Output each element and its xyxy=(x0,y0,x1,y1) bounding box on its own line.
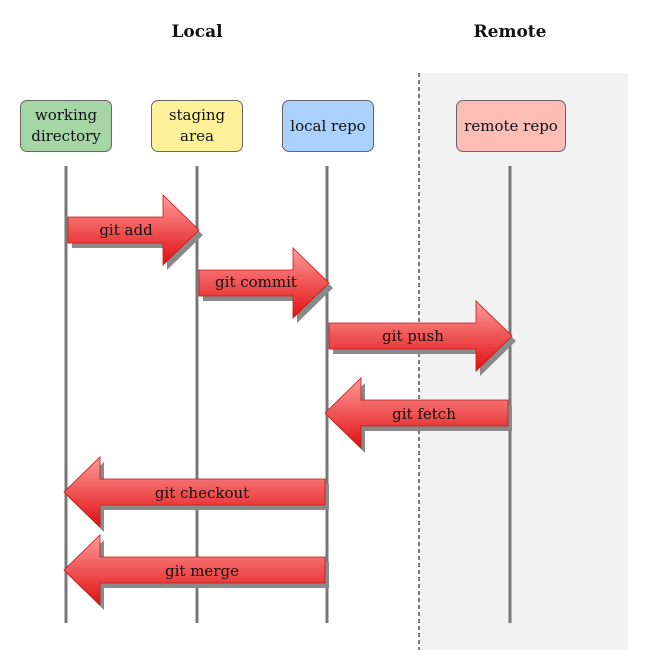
remote-region-background xyxy=(419,73,628,650)
git-fetch-arrow xyxy=(324,377,509,449)
remote-header: Remote xyxy=(473,22,547,42)
git-merge-label: git merge xyxy=(165,562,239,580)
git-push-label: git push xyxy=(382,327,444,345)
git-checkout-arrow xyxy=(63,456,326,528)
working-directory-box: working directory xyxy=(20,100,112,152)
git-fetch-label: git fetch xyxy=(392,405,456,423)
local-repo-box: local repo xyxy=(282,100,374,152)
git-push-arrow xyxy=(328,300,513,372)
staging-area-box: staging area xyxy=(151,100,243,152)
git-commit-label: git commit xyxy=(215,273,297,291)
remote-repo-box: remote repo xyxy=(456,100,566,152)
local-header: Local xyxy=(171,22,223,42)
git-commit-arrow xyxy=(198,247,330,319)
git-add-arrow xyxy=(67,194,200,266)
git-add-label: git add xyxy=(99,221,153,239)
git-merge-arrow xyxy=(63,534,326,606)
git-checkout-label: git checkout xyxy=(154,484,250,502)
